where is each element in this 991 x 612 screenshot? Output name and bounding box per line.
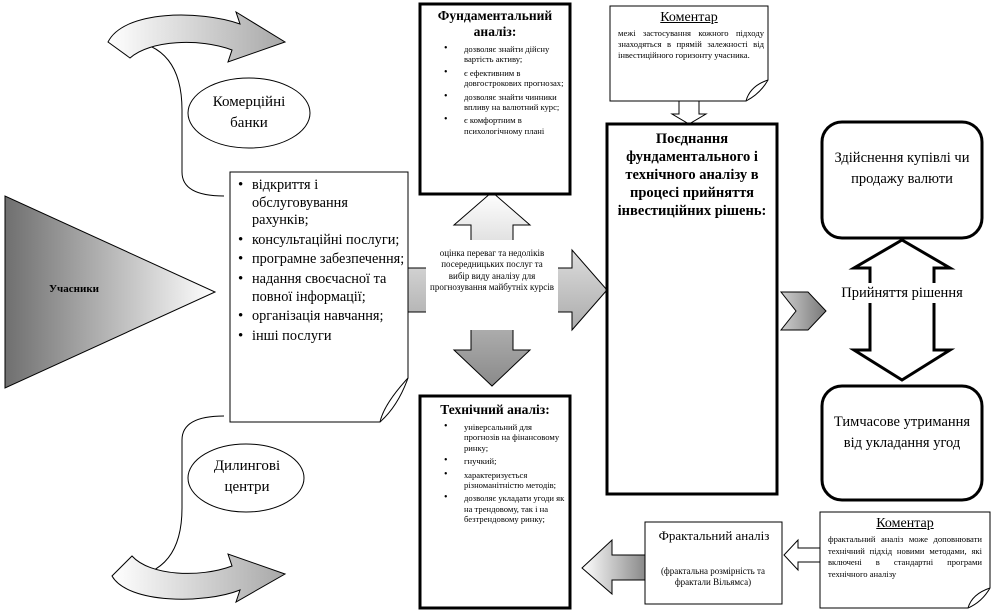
banks-ellipse (187, 77, 311, 149)
dealing-ellipse (187, 443, 305, 513)
combination-text: Поєднання фундаментального і технічного … (617, 131, 767, 219)
fundamental-item: дозволяє знайти чинники впливу на валютн… (424, 92, 566, 113)
top-curved-arrow (107, 10, 287, 63)
technical-title: Технічний аналіз: (440, 402, 550, 417)
combination-box (605, 122, 779, 496)
services-item: консультаційні послуги; (238, 232, 406, 250)
comment1-title: Коментар (660, 10, 718, 25)
buysell-box (820, 120, 984, 240)
decision-chevron (779, 291, 827, 331)
technical-item: гнучкий; (424, 456, 566, 467)
decision-double-arrow (848, 238, 956, 382)
participants-triangle (4, 195, 217, 389)
decision-label: Прийняття рішення (834, 283, 970, 303)
fractal-box (644, 521, 783, 605)
services-item: відкриття і обслуговування рахунків; (238, 177, 406, 230)
technical-item: універсальний для прогнозів на фінансово… (424, 422, 566, 453)
hold-box (820, 384, 984, 502)
comment2-text: фрактальний аналіз може доповнювати техн… (828, 534, 982, 579)
buysell-label: Здійснення купівлі чи продажу валюти (834, 150, 970, 187)
fundamental-item: є ефективним в довгострокових прогнозах; (424, 68, 566, 89)
technical-item: характеризується різноманітністю методів… (424, 470, 566, 491)
services-item: програмне забезпечення; (238, 251, 406, 269)
bottom-curved-arrow (111, 553, 287, 604)
participants-label: Учасники (48, 283, 99, 295)
dealing-label: Дилингові центри (213, 458, 281, 495)
banks-label: Комерційні банки (212, 94, 286, 131)
fundamental-title: Фундаментальний аналіз: (437, 8, 553, 39)
fractal-subtitle: (фрактальна розмірність та фрактали Віль… (660, 566, 766, 587)
hold-label: Тимчасове утримання від укладання угод (833, 414, 971, 451)
technical-item: дозволяє укладати угоди як на трендовому… (424, 493, 566, 524)
comment1-text: межі застосування кожного підходу знаход… (618, 28, 764, 60)
services-list: відкриття і обслуговування рахунків; кон… (238, 177, 406, 347)
services-item: організація навчання; (238, 308, 406, 326)
fractal-left-arrow (581, 538, 646, 596)
services-item: надання своєчасної та повної інформації; (238, 271, 406, 306)
comment2-title: Коментар (876, 516, 934, 531)
technical-content: Технічний аналіз: універсальний для прог… (424, 402, 566, 604)
comment1-down-arrow (670, 100, 708, 125)
fundamental-content: Фундаментальний аналіз: дозволяє знайти … (424, 8, 566, 190)
fractal-title: Фрактальний аналіз (658, 528, 770, 543)
fundamental-item: дозволяє знайти дійсну вартість активу; (424, 44, 566, 65)
center-note: оцінка переваг та недоліків посередницьк… (430, 248, 555, 293)
services-item: інші послуги (238, 328, 406, 346)
comment2-left-arrow (783, 538, 821, 572)
fundamental-item: є комфортним в психологічному плані (424, 115, 566, 136)
